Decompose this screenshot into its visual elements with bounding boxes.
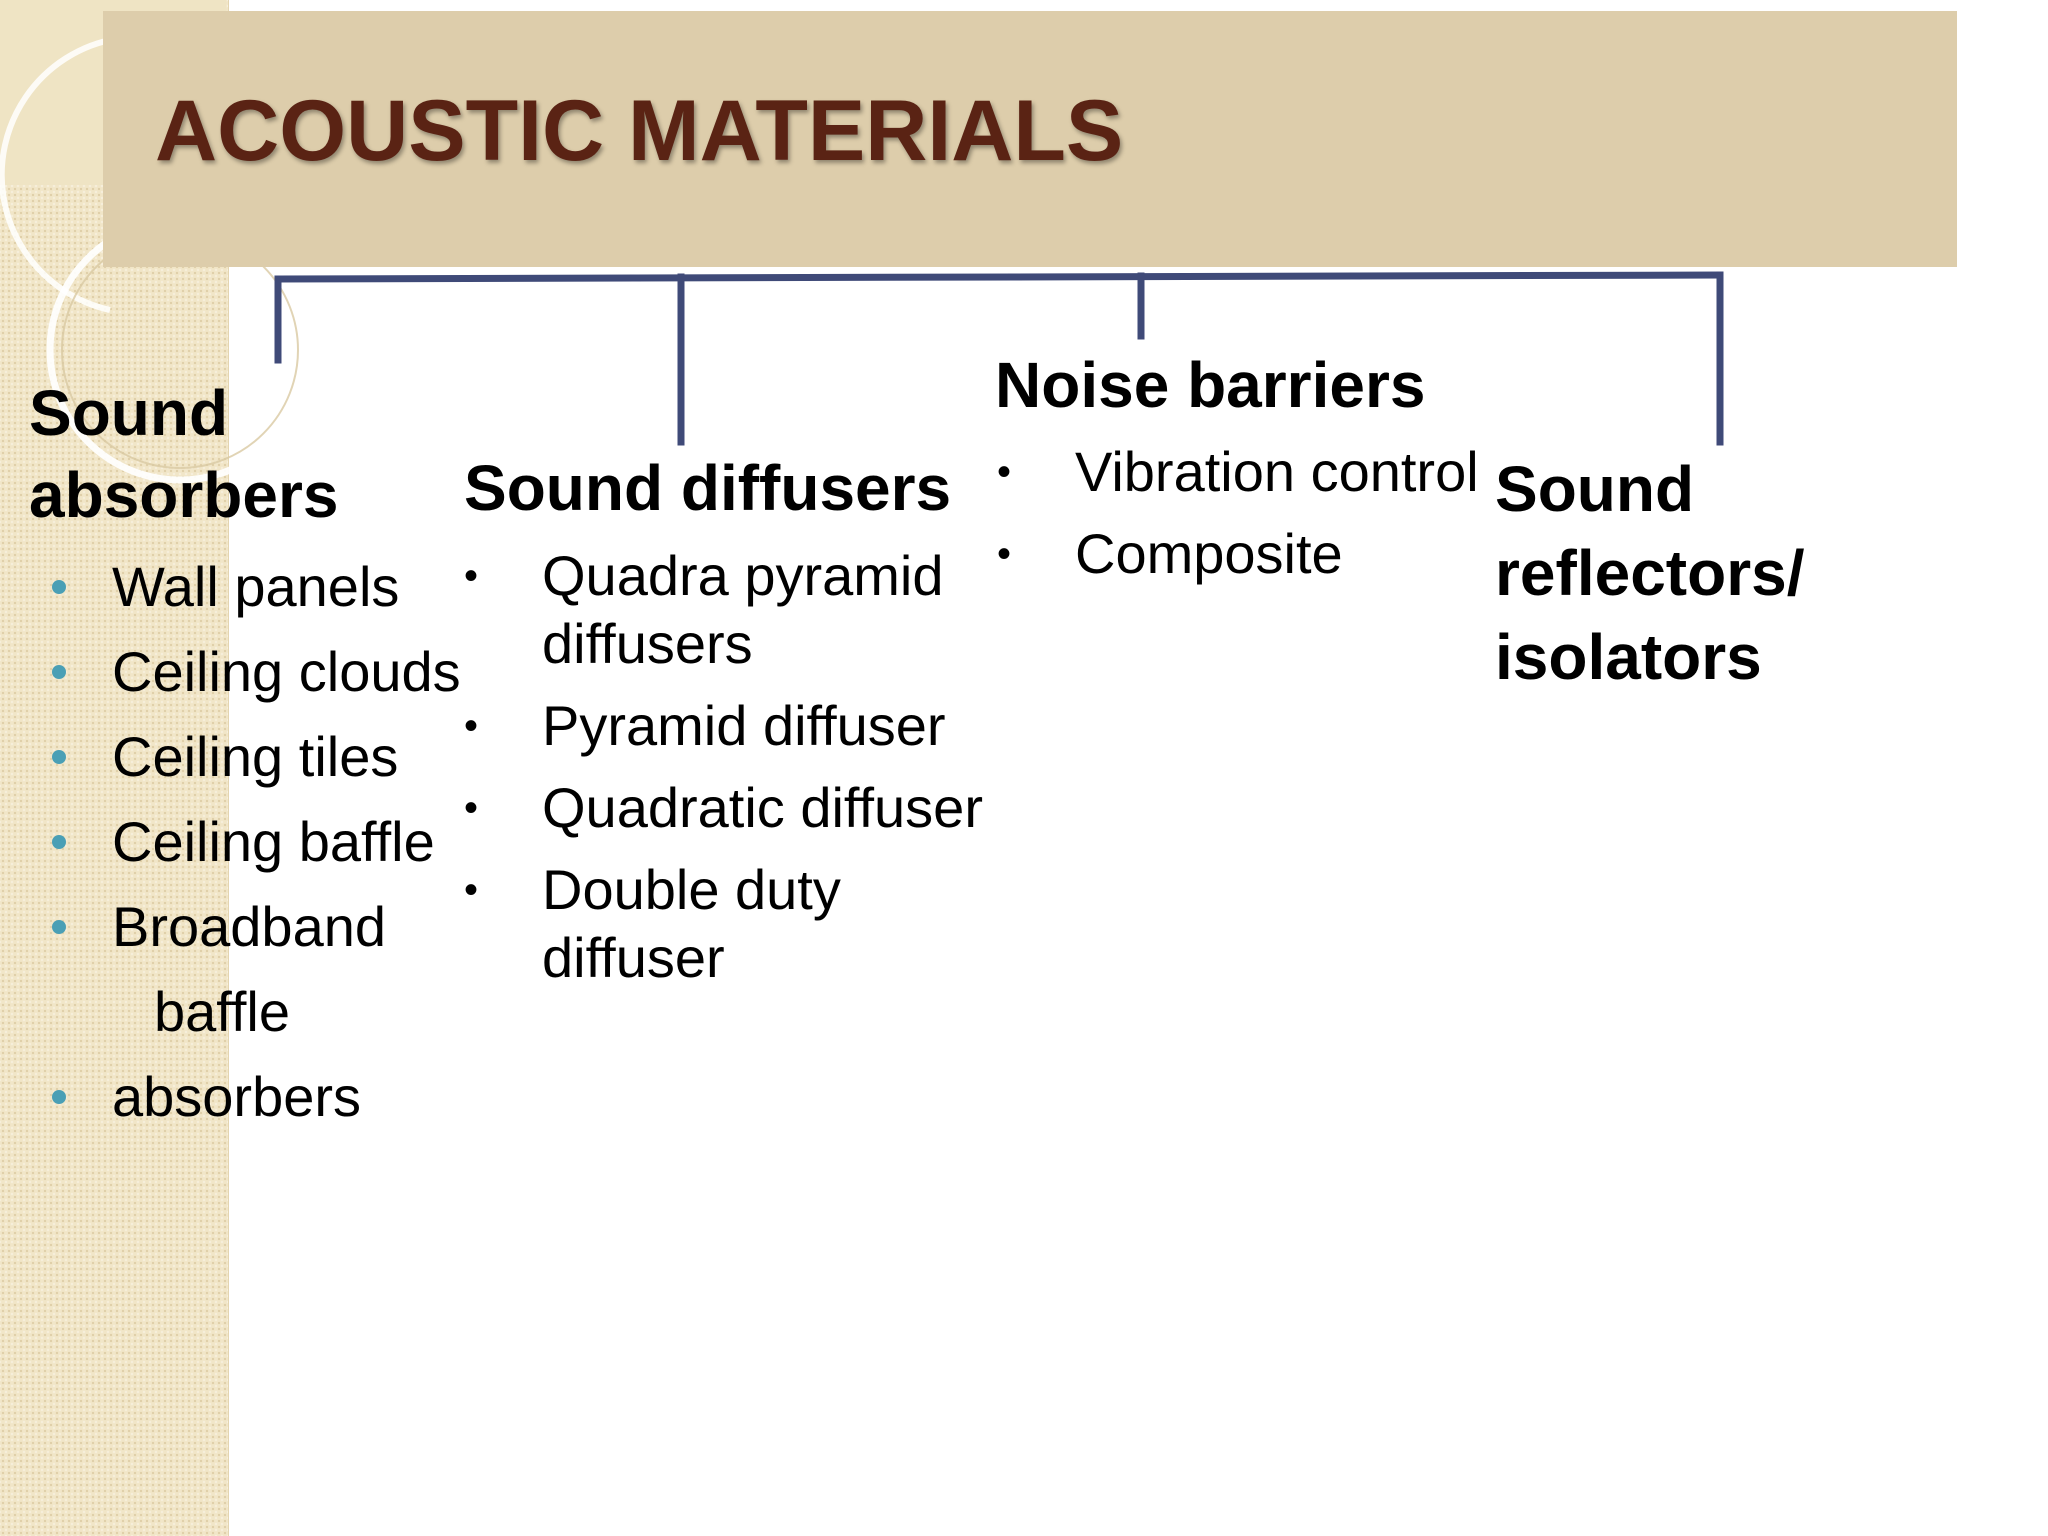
list-item: • Quadratic diffuser [460, 774, 983, 842]
bullet-dot: • [464, 786, 479, 830]
bullet-dot: • [997, 532, 1012, 576]
list-item: Broadband [0, 884, 461, 969]
list-item-label: absorbers [112, 1065, 362, 1128]
bullet-dot: • [464, 554, 479, 598]
bullet-dot [52, 835, 66, 849]
reflectors-heading-line3: isolators [1495, 621, 1762, 693]
bullet-dot [52, 920, 66, 934]
list-item: absorbers [0, 1054, 461, 1139]
bullet-dot [52, 750, 66, 764]
diffusers-heading: Sound diffusers [464, 452, 952, 524]
list-item-label: Quadratic diffuser [542, 776, 983, 839]
list-item: • Pyramid diffuser [460, 692, 983, 760]
list-item: • Double duty diffuser [460, 856, 983, 992]
list-item-label: Ceiling tiles [112, 725, 399, 788]
list-item: Ceiling clouds [0, 629, 461, 714]
list-item-label: Quadra pyramid [542, 544, 944, 607]
absorbers-heading-line1: Sound [29, 377, 229, 449]
diffusers-list: • Quadra pyramid diffusers • Pyramid dif… [460, 542, 983, 992]
bullet-dot: • [997, 450, 1012, 494]
list-item: Ceiling tiles [0, 714, 461, 799]
list-item: • Vibration control [993, 438, 1479, 506]
list-item-label: Ceiling clouds [112, 640, 461, 703]
noise-barriers-list: • Vibration control • Composite [993, 438, 1479, 588]
absorbers-heading-line2: absorbers [29, 459, 339, 531]
connector-horizontal [274, 271, 1724, 283]
bullet-dot: • [464, 868, 479, 912]
list-item: • Composite [993, 520, 1479, 588]
slide-title: ACOUSTIC MATERIALS [155, 83, 1124, 179]
list-item-label: Ceiling baffle [112, 810, 435, 873]
reflectors-heading-line1: Sound [1495, 453, 1695, 525]
bullet-dot: • [464, 704, 479, 748]
reflectors-heading: Sound reflectors/ isolators [1495, 447, 1804, 699]
list-item-label: Vibration control [1075, 440, 1479, 503]
list-item-label: Double duty [542, 858, 841, 921]
absorbers-list: Wall panels Ceiling clouds Ceiling tiles… [0, 544, 461, 1139]
reflectors-heading-line2: reflectors/ [1495, 537, 1805, 609]
list-item-label: Composite [1075, 522, 1343, 585]
title-bar [103, 11, 1957, 267]
list-item-label-continued: diffuser [542, 926, 725, 989]
list-item-label: baffle [154, 980, 290, 1043]
list-item: • Quadra pyramid diffusers [460, 542, 983, 678]
list-item: Wall panels [0, 544, 461, 629]
list-item: Ceiling baffle [0, 799, 461, 884]
bullet-dot [52, 665, 66, 679]
bullet-dot [52, 1090, 66, 1104]
list-item-label-continued: diffusers [542, 612, 753, 675]
list-item-label: Broadband [112, 895, 387, 958]
list-item-continuation: baffle [0, 969, 461, 1054]
list-item-label: Pyramid diffuser [542, 694, 946, 757]
absorbers-heading: Sound absorbers [29, 372, 338, 536]
list-item-label: Wall panels [112, 555, 400, 618]
bullet-dot [52, 580, 66, 594]
noise-barriers-heading: Noise barriers [995, 349, 1426, 421]
